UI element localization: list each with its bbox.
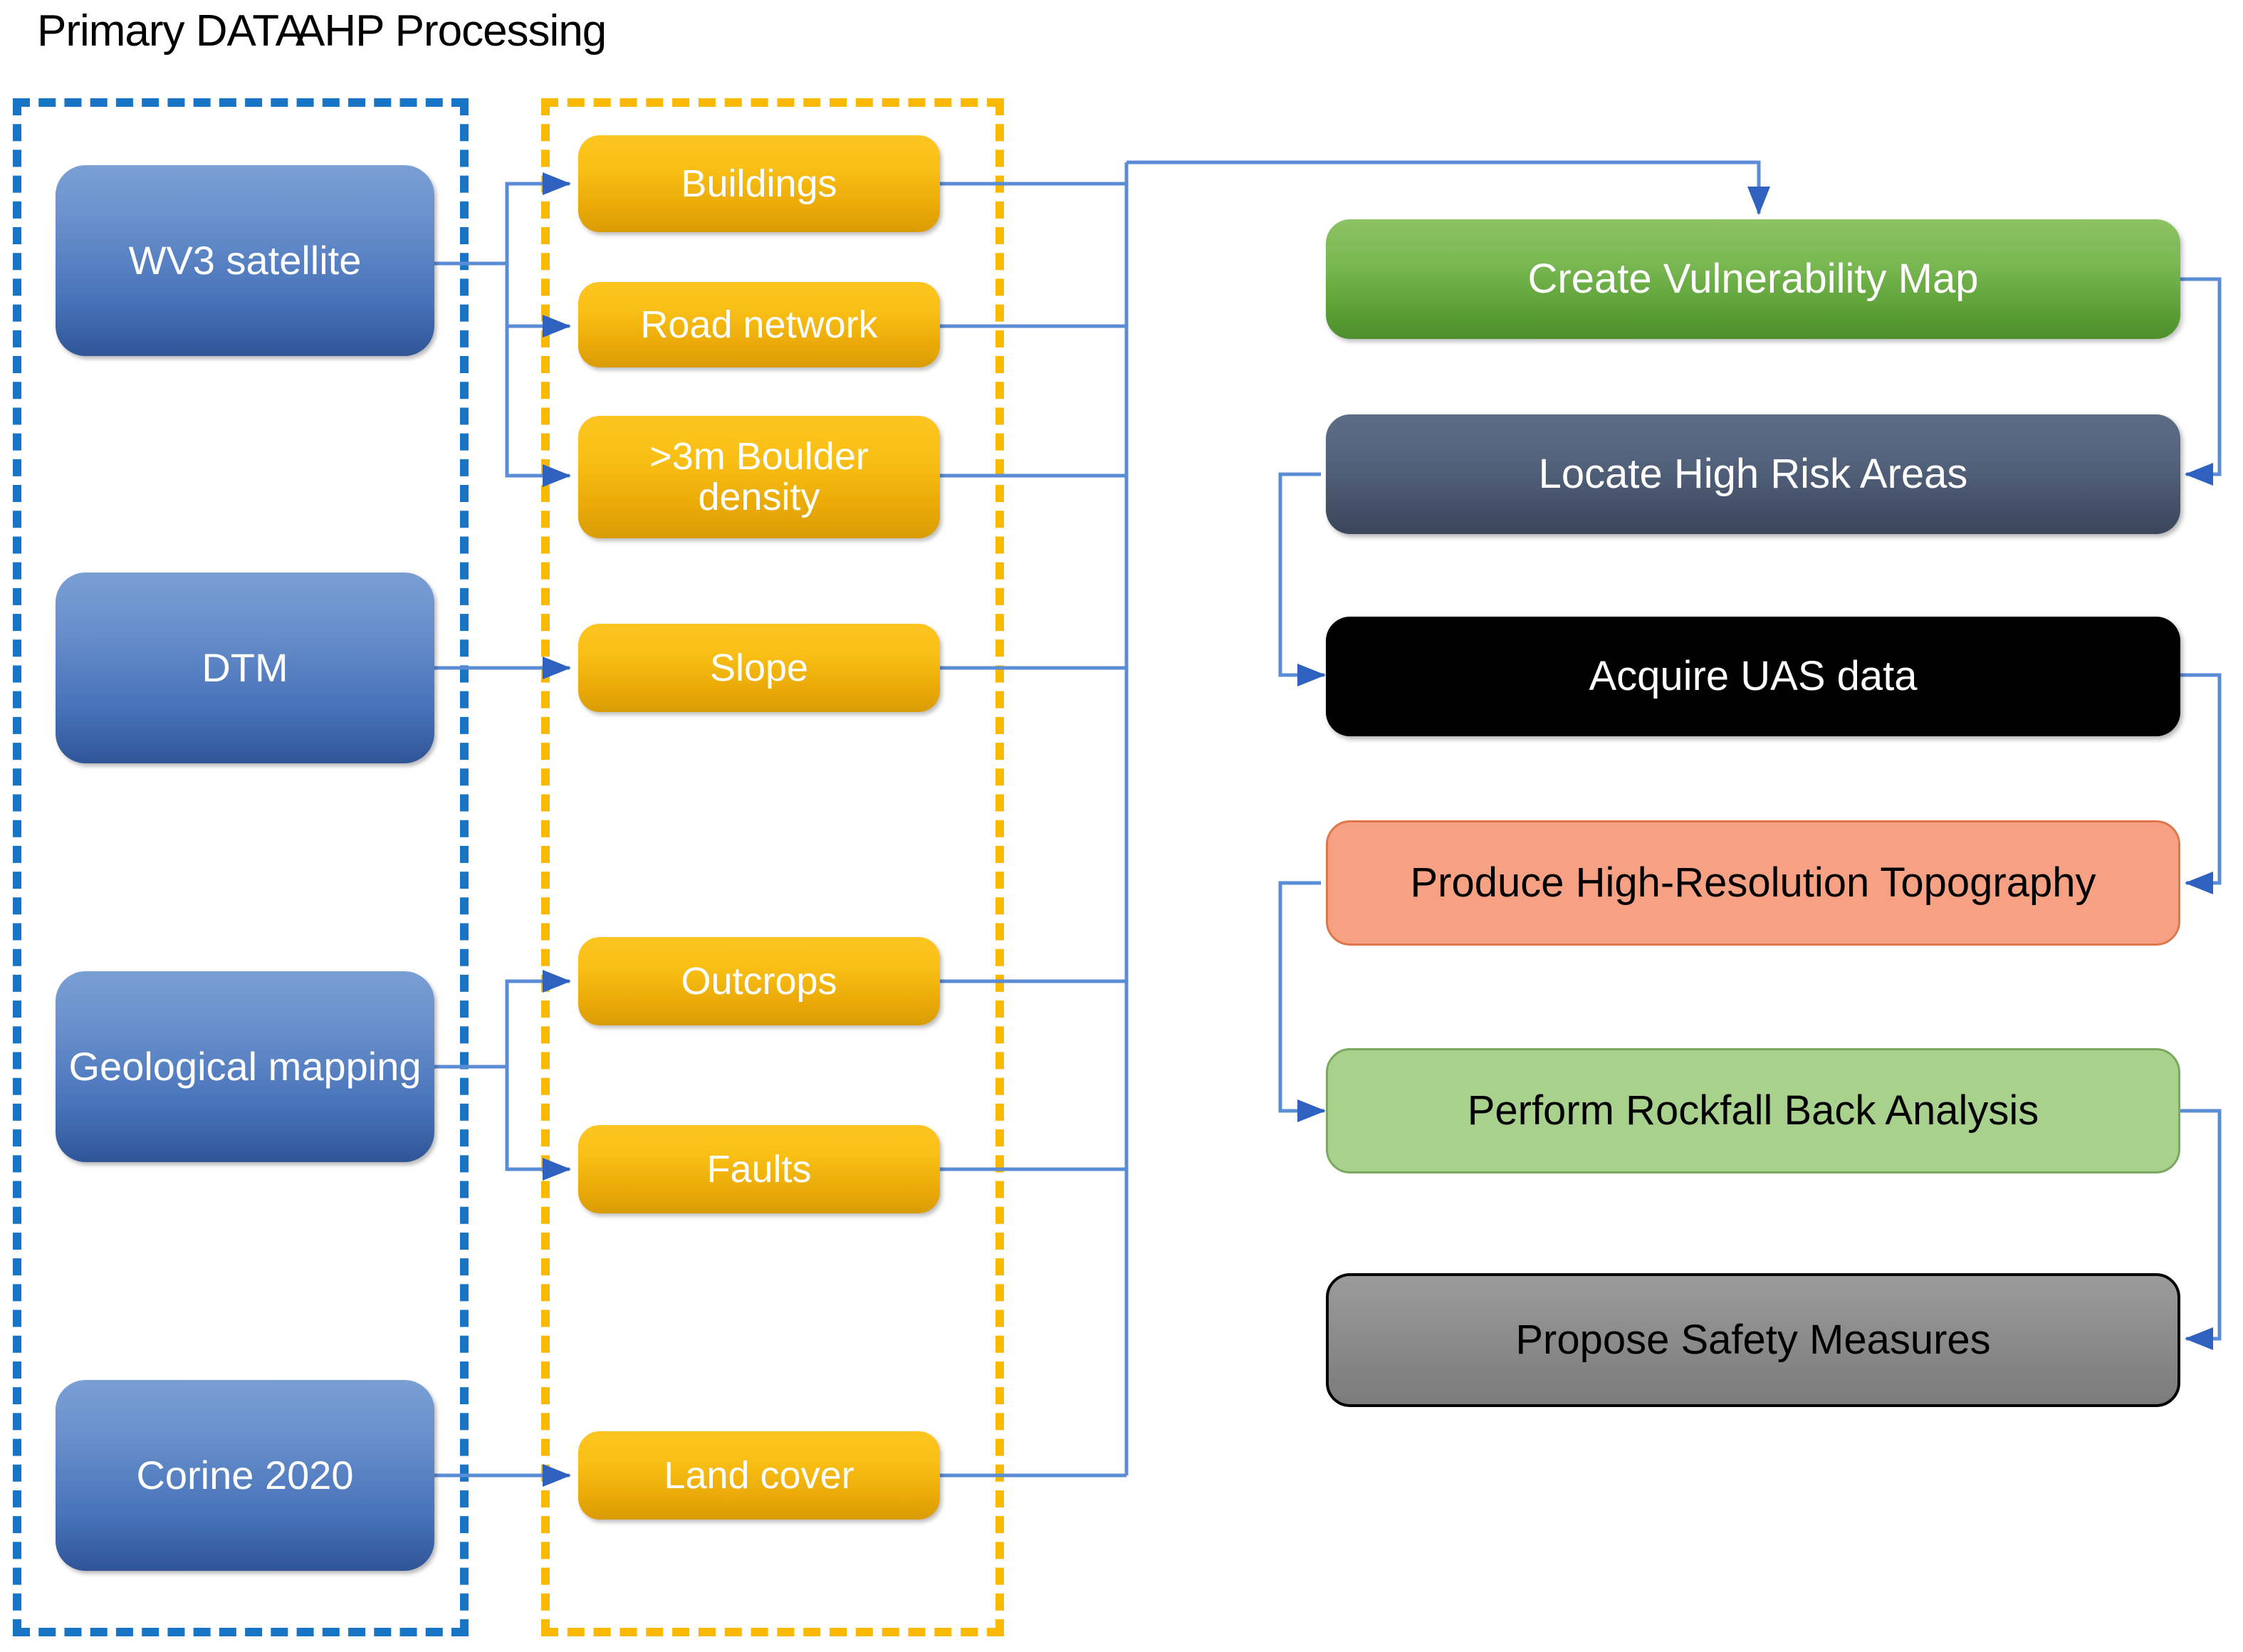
node-label: Slope <box>709 646 809 689</box>
node-boulder-density[interactable]: >3m Boulder density <box>578 416 940 538</box>
node-wv3-satellite[interactable]: WV3 satellite <box>56 165 434 356</box>
primary-data-group-outline <box>13 98 469 1636</box>
node-buildings[interactable]: Buildings <box>578 135 940 232</box>
node-slope[interactable]: Slope <box>578 624 940 712</box>
node-propose-safety-measures[interactable]: Propose Safety Measures <box>1326 1273 2180 1407</box>
column-header-ahp-processing: AHP Processing <box>296 6 607 56</box>
node-locate-high-risk-areas[interactable]: Locate High Risk Areas <box>1326 414 2180 534</box>
node-land-cover[interactable]: Land cover <box>578 1431 940 1520</box>
node-label: DTM <box>202 644 288 690</box>
node-label: Create Vulnerability Map <box>1527 255 1979 302</box>
node-faults[interactable]: Faults <box>578 1125 940 1213</box>
node-label: Land cover <box>664 1453 854 1497</box>
node-label: Geological mapping <box>68 1043 422 1089</box>
node-label: Propose Safety Measures <box>1515 1316 1991 1363</box>
node-label: Faults <box>706 1147 812 1191</box>
node-label: Road network <box>640 303 878 346</box>
column-header-primary-data: Primary DATA <box>37 6 305 56</box>
node-label: Outcrops <box>681 959 837 1003</box>
node-road-network[interactable]: Road network <box>578 282 940 367</box>
node-label: Buildings <box>681 162 837 205</box>
node-create-vulnerability-map[interactable]: Create Vulnerability Map <box>1326 219 2180 339</box>
node-label: Locate High Risk Areas <box>1538 450 1968 497</box>
node-label: Corine 2020 <box>136 1452 354 1497</box>
node-perform-rockfall-back-analysis[interactable]: Perform Rockfall Back Analysis <box>1326 1048 2180 1173</box>
node-dtm[interactable]: DTM <box>56 573 434 763</box>
node-label: >3m Boulder density <box>649 435 869 518</box>
node-acquire-uas-data[interactable]: Acquire UAS data <box>1326 617 2180 736</box>
node-label: WV3 satellite <box>128 237 362 283</box>
node-label: Perform Rockfall Back Analysis <box>1467 1087 2039 1134</box>
node-outcrops[interactable]: Outcrops <box>578 937 940 1025</box>
node-produce-high-resolution-topography[interactable]: Produce High-Resolution Topography <box>1326 820 2180 946</box>
node-corine-2020[interactable]: Corine 2020 <box>56 1380 434 1571</box>
node-geological-mapping[interactable]: Geological mapping <box>56 971 434 1162</box>
node-label: Acquire UAS data <box>1589 652 1918 699</box>
node-label: Produce High-Resolution Topography <box>1410 859 2096 906</box>
